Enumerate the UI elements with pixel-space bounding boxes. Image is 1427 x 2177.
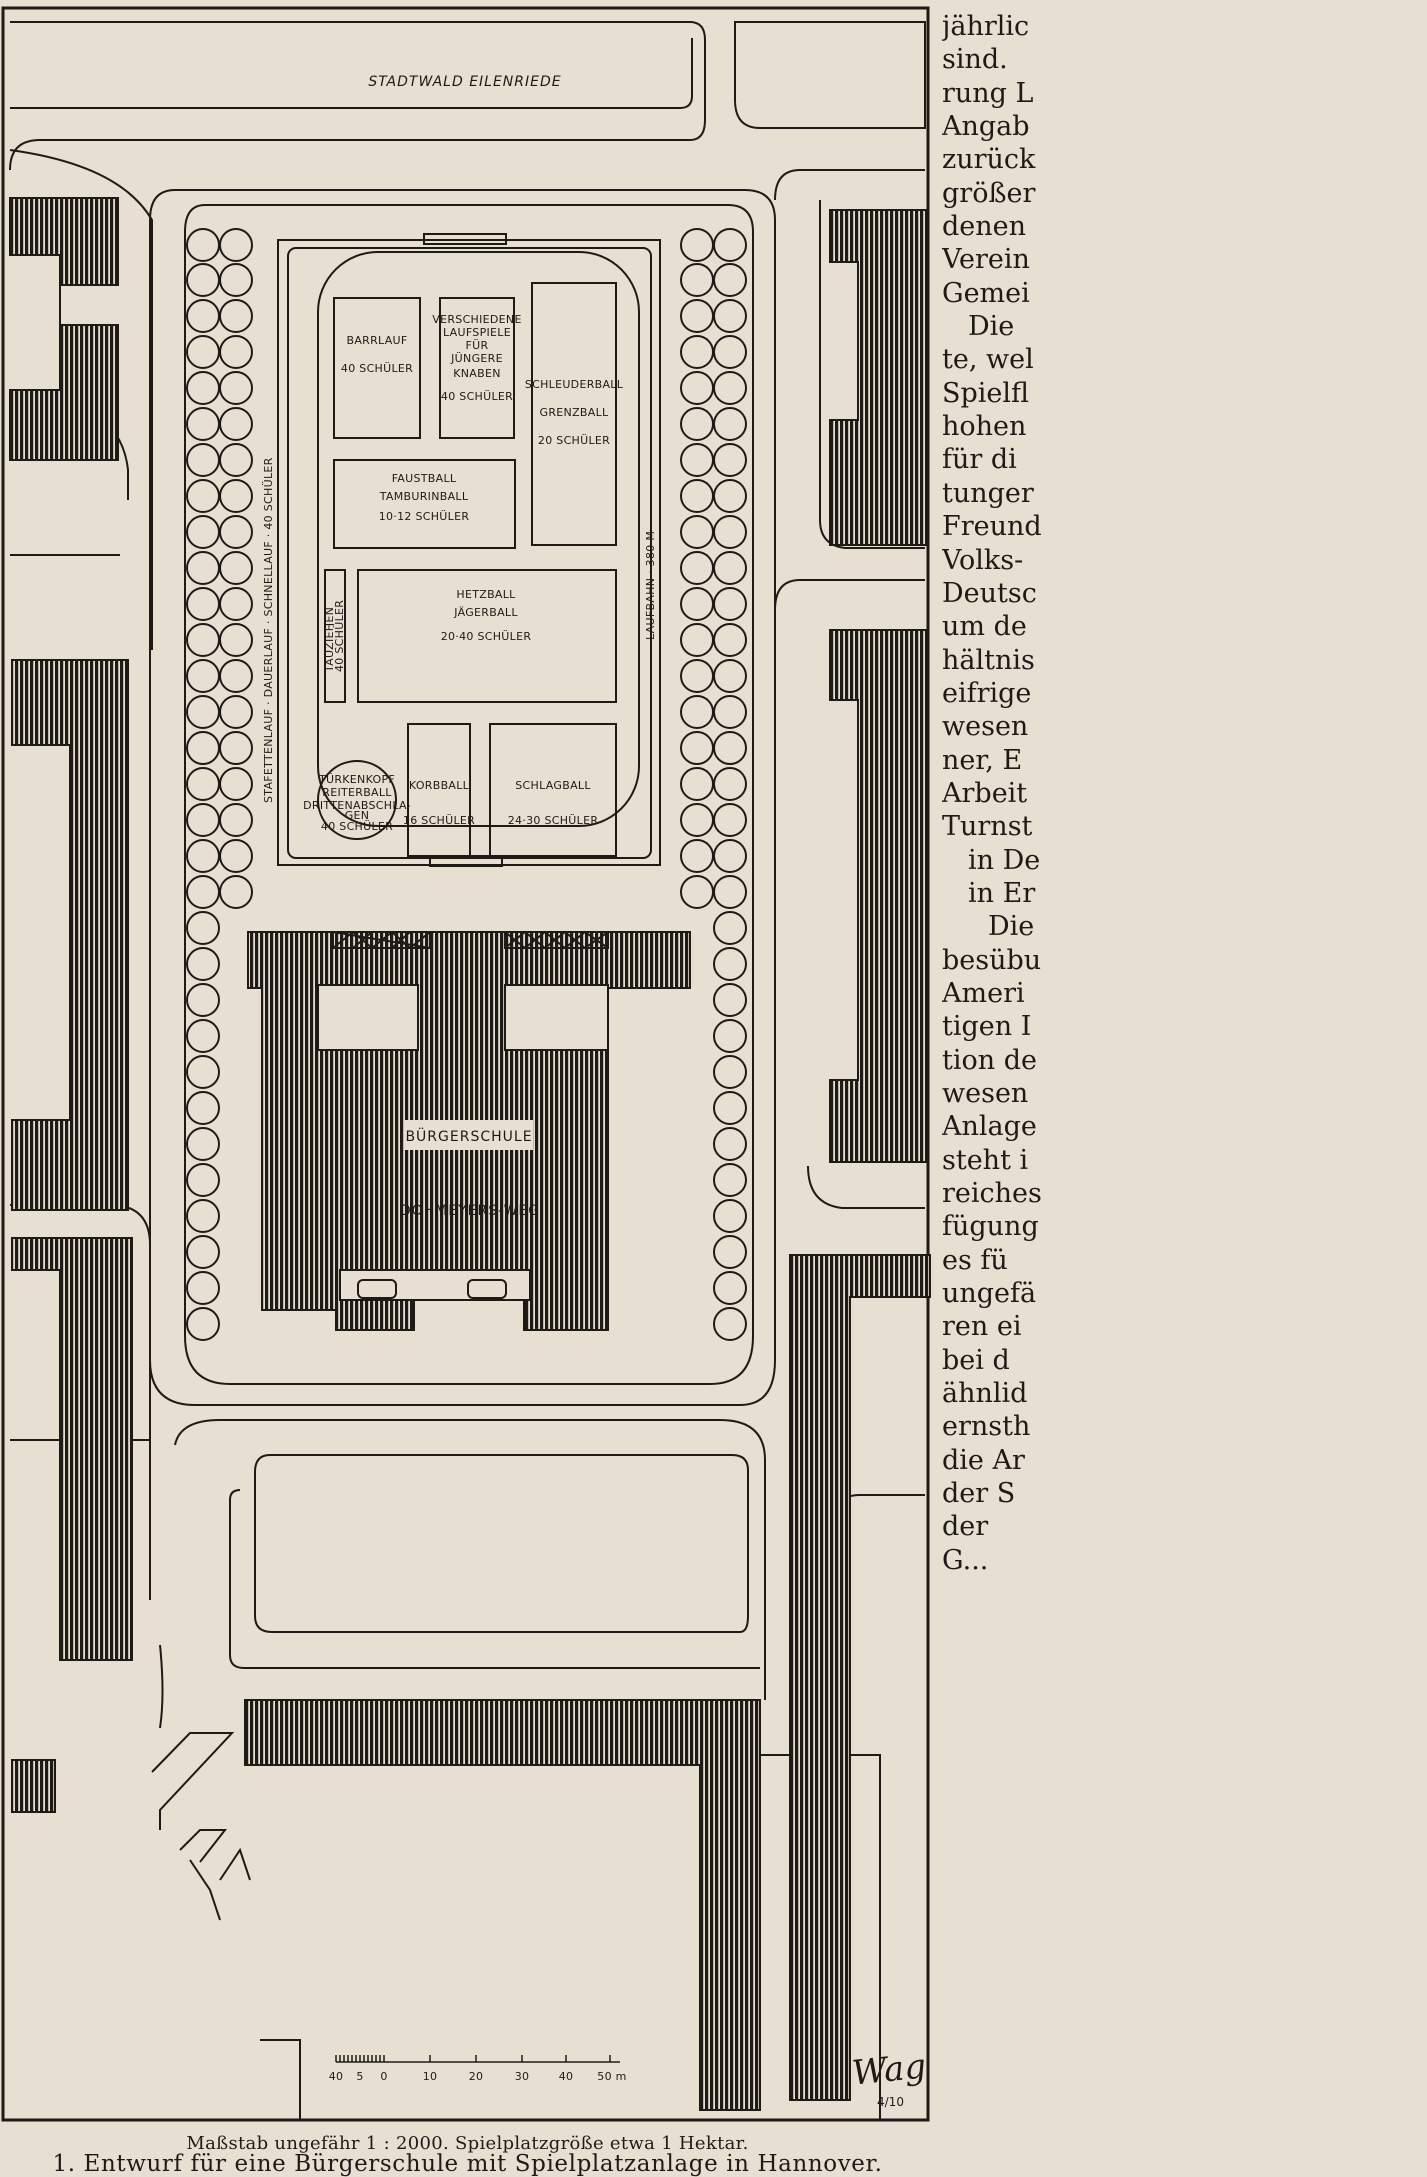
scale-tick-label: 5 bbox=[356, 2070, 363, 2083]
text-line: tunger bbox=[942, 477, 1034, 509]
text-line: für di bbox=[942, 444, 1017, 476]
text-line: rung L bbox=[942, 77, 1034, 109]
field-hetzball-pupils: 20·40 SCHÜLER bbox=[441, 630, 532, 643]
text-line: Volks- bbox=[942, 544, 1024, 576]
field-tuerkenkopf-line: GEN bbox=[345, 809, 370, 822]
field-laufspiele-line: FÜR bbox=[466, 339, 489, 352]
field-tuerkenkopf-line: DRITTENABSCHLA- bbox=[303, 799, 411, 812]
text-line: Freund bbox=[942, 511, 1042, 543]
field-laufspiele-pupils: 40 SCHÜLER bbox=[441, 390, 513, 403]
text-line: eifrige bbox=[942, 677, 1032, 709]
scale-tick-label: 20 bbox=[469, 2070, 484, 2083]
field-hetzball-line: HETZBALL bbox=[456, 588, 516, 601]
field-korbball-name: KORBBALL bbox=[409, 779, 470, 792]
text-line: te, wel bbox=[942, 344, 1034, 376]
text-line: Gemei bbox=[942, 277, 1030, 309]
field-tuerkenkopf-pupils: 40 SCHÜLER bbox=[321, 820, 393, 833]
field-laufspiele-line: JÜNGERE bbox=[450, 352, 503, 365]
field-schlagball-name: SCHLAGBALL bbox=[515, 779, 591, 792]
school-site-plan: 40 5 0 10 20 30 40 50 m STADTWALD EILENR… bbox=[1, 6, 931, 2122]
text-line: ner, E bbox=[942, 744, 1023, 776]
text-line: tion de bbox=[942, 1044, 1037, 1076]
text-line: größer bbox=[942, 177, 1036, 209]
text-line: der S bbox=[942, 1478, 1016, 1510]
track-runs-label: STAFETTENLAUF · DAUERLAUF · SCHNELLAUF ·… bbox=[262, 457, 275, 803]
scale-tick-label: 0 bbox=[380, 2070, 387, 2083]
field-korbball-pupils: 16 SCHÜLER bbox=[403, 814, 475, 827]
text-line: Turnst bbox=[942, 811, 1033, 843]
field-barrlauf-name: BARRLAUF bbox=[346, 334, 407, 347]
text-line: jährlic bbox=[942, 11, 1030, 42]
field-schlagball-pupils: 24·30 SCHÜLER bbox=[508, 814, 599, 827]
field-hetzball-line: JÄGERBALL bbox=[453, 606, 518, 619]
text-line: sind. bbox=[942, 44, 1008, 76]
track-length-label: LAUFBAHN · 380 M bbox=[644, 531, 657, 640]
field-barrlauf-pupils: 40 SCHÜLER bbox=[341, 362, 413, 375]
text-line: Spielfl bbox=[942, 377, 1030, 409]
text-line: steht i bbox=[942, 1144, 1029, 1176]
text-line: Arbeit bbox=[942, 777, 1028, 809]
text-line: ähnlid bbox=[942, 1378, 1028, 1410]
field-tuerkenkopf-line: TÜRKENKOPF bbox=[318, 773, 395, 786]
field-faustball-line: TAMBURINBALL bbox=[379, 490, 469, 503]
text-line: die Ar bbox=[942, 1444, 1025, 1476]
figure-title-caption: 1. Entwurf für eine Bürgerschule mit Spi… bbox=[52, 2151, 883, 2177]
text-line: besübu bbox=[942, 944, 1042, 976]
forest-label: STADTWALD EILENRIEDE bbox=[368, 74, 561, 90]
scale-tick-label: 30 bbox=[515, 2070, 530, 2083]
field-laufspiele-line: KNABEN bbox=[453, 367, 501, 380]
scale-caption: Maßstab ungefähr 1 : 2000. Spielplatzgrö… bbox=[186, 2133, 749, 2154]
field-schleuderball-line: GRENZBALL bbox=[540, 406, 609, 419]
text-line: G... bbox=[942, 1544, 989, 1576]
text-line: ernsth bbox=[942, 1411, 1031, 1443]
text-line: zurück bbox=[942, 144, 1036, 176]
text-line: tigen I bbox=[942, 1011, 1032, 1043]
text-line: der bbox=[942, 1511, 989, 1543]
scale-tick-label: 10 bbox=[423, 2070, 438, 2083]
text-line: Anlage bbox=[942, 1111, 1037, 1143]
text-line: um de bbox=[942, 611, 1027, 643]
field-laufspiele-line: VERSCHIEDENE bbox=[432, 313, 521, 326]
text-line: Die bbox=[988, 911, 1035, 943]
field-tuerkenkopf-line: REITERBALL bbox=[322, 786, 392, 799]
text-line: wesen bbox=[942, 711, 1029, 743]
field-laufspiele-line: LAUFSPIELE bbox=[443, 326, 511, 339]
text-line: ungefä bbox=[942, 1278, 1037, 1310]
text-line: es fü bbox=[942, 1244, 1008, 1276]
school-building-label: BÜRGERSCHULE bbox=[405, 1127, 532, 1145]
text-line: Ameri bbox=[942, 977, 1025, 1009]
text-line: Deutsc bbox=[942, 577, 1037, 609]
text-line: denen bbox=[942, 211, 1027, 243]
text-line: Angab bbox=[942, 111, 1030, 143]
field-tauziehen-pupils: 40 SCHÜLER bbox=[333, 600, 346, 672]
field-tauziehen-name: TAUZIEHEN bbox=[323, 607, 336, 673]
text-line: Die bbox=[968, 311, 1015, 343]
field-schleuderball-pupils: 20 SCHÜLER bbox=[538, 434, 610, 447]
text-line: ren ei bbox=[942, 1311, 1022, 1343]
text-line: wesen bbox=[942, 1078, 1029, 1109]
text-line: in De bbox=[968, 844, 1041, 876]
text-line: reiches bbox=[942, 1178, 1042, 1210]
text-line: in Er bbox=[968, 877, 1036, 909]
text-line: fügung bbox=[942, 1211, 1039, 1243]
field-faustball-line: FAUSTBALL bbox=[392, 472, 457, 485]
text-line: bei d bbox=[942, 1344, 1010, 1376]
text-line: hohen bbox=[942, 411, 1027, 443]
text-line: Verein bbox=[942, 244, 1030, 276]
street-label: DOHMEYERS-WEG bbox=[400, 1203, 540, 1219]
scale-tick-label: 40 bbox=[329, 2070, 344, 2083]
field-schleuderball-line: SCHLEUDERBALL bbox=[525, 378, 624, 391]
text-line: hältnis bbox=[942, 644, 1035, 676]
scale-tick-label: 50 m bbox=[597, 2070, 626, 2083]
artist-signature-number: 4/10 bbox=[877, 2095, 904, 2109]
field-faustball-pupils: 10·12 SCHÜLER bbox=[379, 510, 470, 523]
scale-tick-label: 40 bbox=[559, 2070, 574, 2083]
artist-signature: Wag bbox=[850, 2046, 928, 2094]
